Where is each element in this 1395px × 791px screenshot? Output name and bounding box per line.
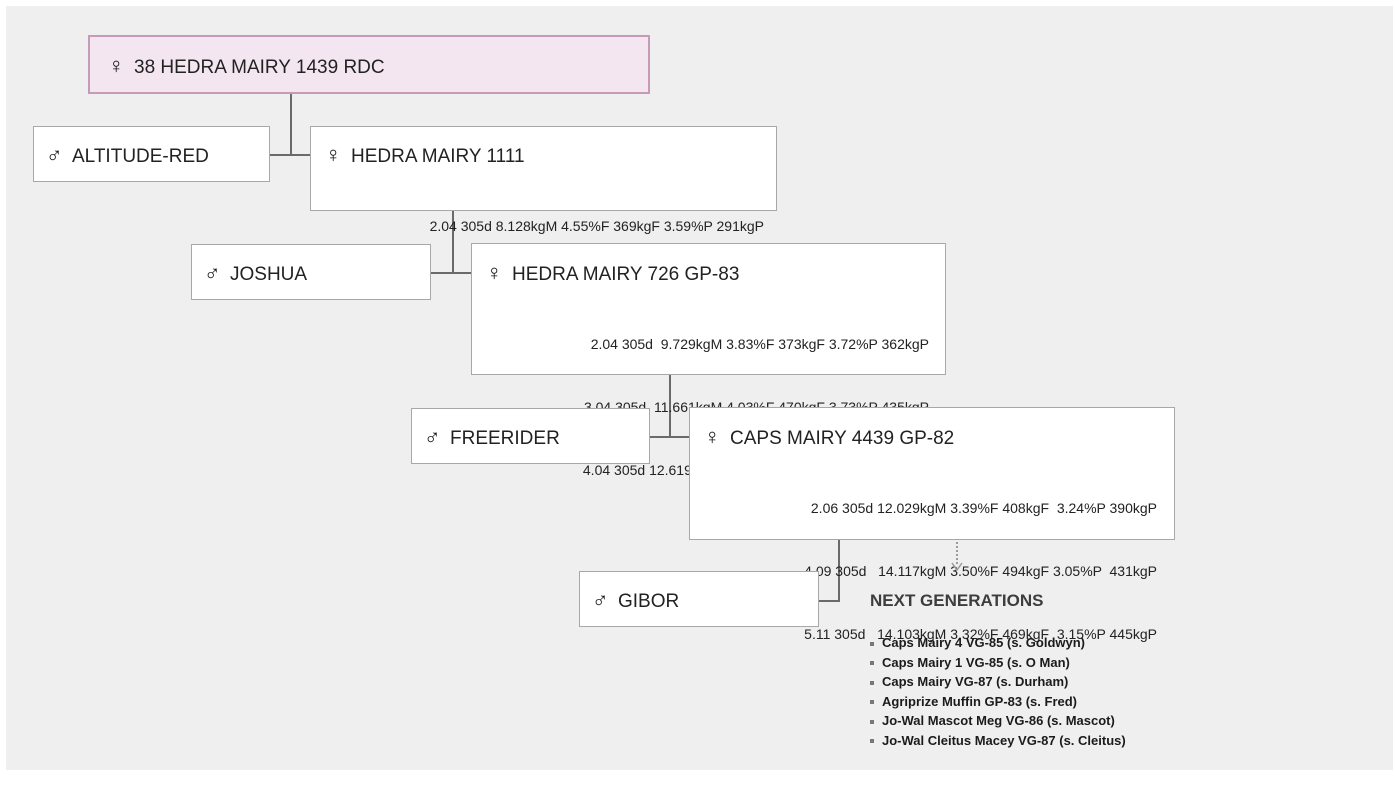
sire-title: ♂ JOSHUA <box>204 260 307 286</box>
sire-name: JOSHUA <box>230 264 308 285</box>
female-icon: ♀ <box>108 53 125 78</box>
dam-title: ♀ HEDRA MAIRY 1111 <box>325 142 525 168</box>
list-item: Jo-Wal Mascot Meg VG-86 (s. Mascot) <box>870 711 1126 731</box>
root-animal-card[interactable]: ♀ 38 HEDRA MAIRY 1439 RDC <box>88 35 650 94</box>
dam-title: ♀ CAPS MAIRY 4439 GP-82 <box>704 424 954 450</box>
lactation-record: 4.09 305d 14.117kgM 3.50%F 494kgF 3.05%P… <box>804 563 1157 579</box>
dashed-down-arrow-icon <box>951 542 963 572</box>
lactation-records: 2.04 305d 8.128kgM 4.55%F 369kgF 3.59%P … <box>430 174 764 279</box>
list-item: Agriprize Muffin GP-83 (s. Fred) <box>870 692 1126 712</box>
root-animal-name: 38 HEDRA MAIRY 1439 RDC <box>134 57 385 78</box>
connector-line <box>452 210 454 274</box>
list-item: Caps Mairy 1 VG-85 (s. O Man) <box>870 653 1126 673</box>
sire-name: GIBOR <box>618 591 680 612</box>
sire-name: FREERIDER <box>450 428 560 449</box>
dam-name: CAPS MAIRY 4439 GP-82 <box>730 428 955 449</box>
dam-title: ♀ HEDRA MAIRY 726 GP-83 <box>486 260 739 286</box>
sire-card-gibor[interactable]: ♂ GIBOR <box>579 571 819 627</box>
sire-name: ALTITUDE-RED <box>72 146 209 167</box>
sire-card-joshua[interactable]: ♂ JOSHUA <box>191 244 431 300</box>
female-icon: ♀ <box>325 142 342 167</box>
connector-line <box>269 154 311 156</box>
connector-line <box>649 436 689 438</box>
sire-title: ♂ FREERIDER <box>424 424 560 450</box>
dam-name: HEDRA MAIRY 1111 <box>351 146 525 167</box>
sire-title: ♂ GIBOR <box>592 587 679 613</box>
female-icon: ♀ <box>704 424 721 449</box>
list-item: Caps Mairy VG-87 (s. Durham) <box>870 672 1126 692</box>
male-icon: ♂ <box>204 260 221 285</box>
lactation-record: 2.06 305d 12.029kgM 3.39%F 408kgF 3.24%P… <box>810 500 1157 516</box>
connector-line <box>290 94 292 156</box>
root-animal-title: ♀ 38 HEDRA MAIRY 1439 RDC <box>108 53 385 79</box>
connector-line <box>818 600 840 602</box>
female-icon: ♀ <box>486 260 503 285</box>
list-item: Jo-Wal Cleitus Macey VG-87 (s. Cleitus) <box>870 731 1126 751</box>
dam-card-hedra-mairy-1111[interactable]: ♀ HEDRA MAIRY 1111 2.04 305d 8.128kgM 4.5… <box>310 126 777 234</box>
dam-card-caps-mairy-4439[interactable]: ♀ CAPS MAIRY 4439 GP-82 2.06 305d 12.029k… <box>689 407 1175 642</box>
list-item: Caps Mairy 4 VG-85 (s. Goldwyn) <box>870 633 1126 653</box>
next-generations-title: NEXT GENERATIONS <box>870 591 1044 610</box>
male-icon: ♂ <box>424 424 441 449</box>
dam-card-hedra-mairy-726[interactable]: ♀ HEDRA MAIRY 726 GP-83 2.04 305d 9.729kg… <box>471 243 946 478</box>
lactation-record: 2.04 305d 8.128kgM 4.55%F 369kgF 3.59%P … <box>429 218 764 234</box>
sire-card-altitude-red[interactable]: ♂ ALTITUDE-RED <box>33 126 270 182</box>
lactation-record: 2.04 305d 9.729kgM 3.83%F 373kgF 3.72%P … <box>590 336 929 352</box>
male-icon: ♂ <box>46 142 63 167</box>
connector-line <box>669 374 671 438</box>
sire-card-freerider[interactable]: ♂ FREERIDER <box>411 408 650 464</box>
dam-name: HEDRA MAIRY 726 GP-83 <box>512 264 740 285</box>
male-icon: ♂ <box>592 587 609 612</box>
connector-line <box>838 540 840 602</box>
sire-title: ♂ ALTITUDE-RED <box>46 142 209 168</box>
next-generations-list: Caps Mairy 4 VG-85 (s. Goldwyn) Caps Mai… <box>870 633 1126 750</box>
connector-line <box>430 272 472 274</box>
